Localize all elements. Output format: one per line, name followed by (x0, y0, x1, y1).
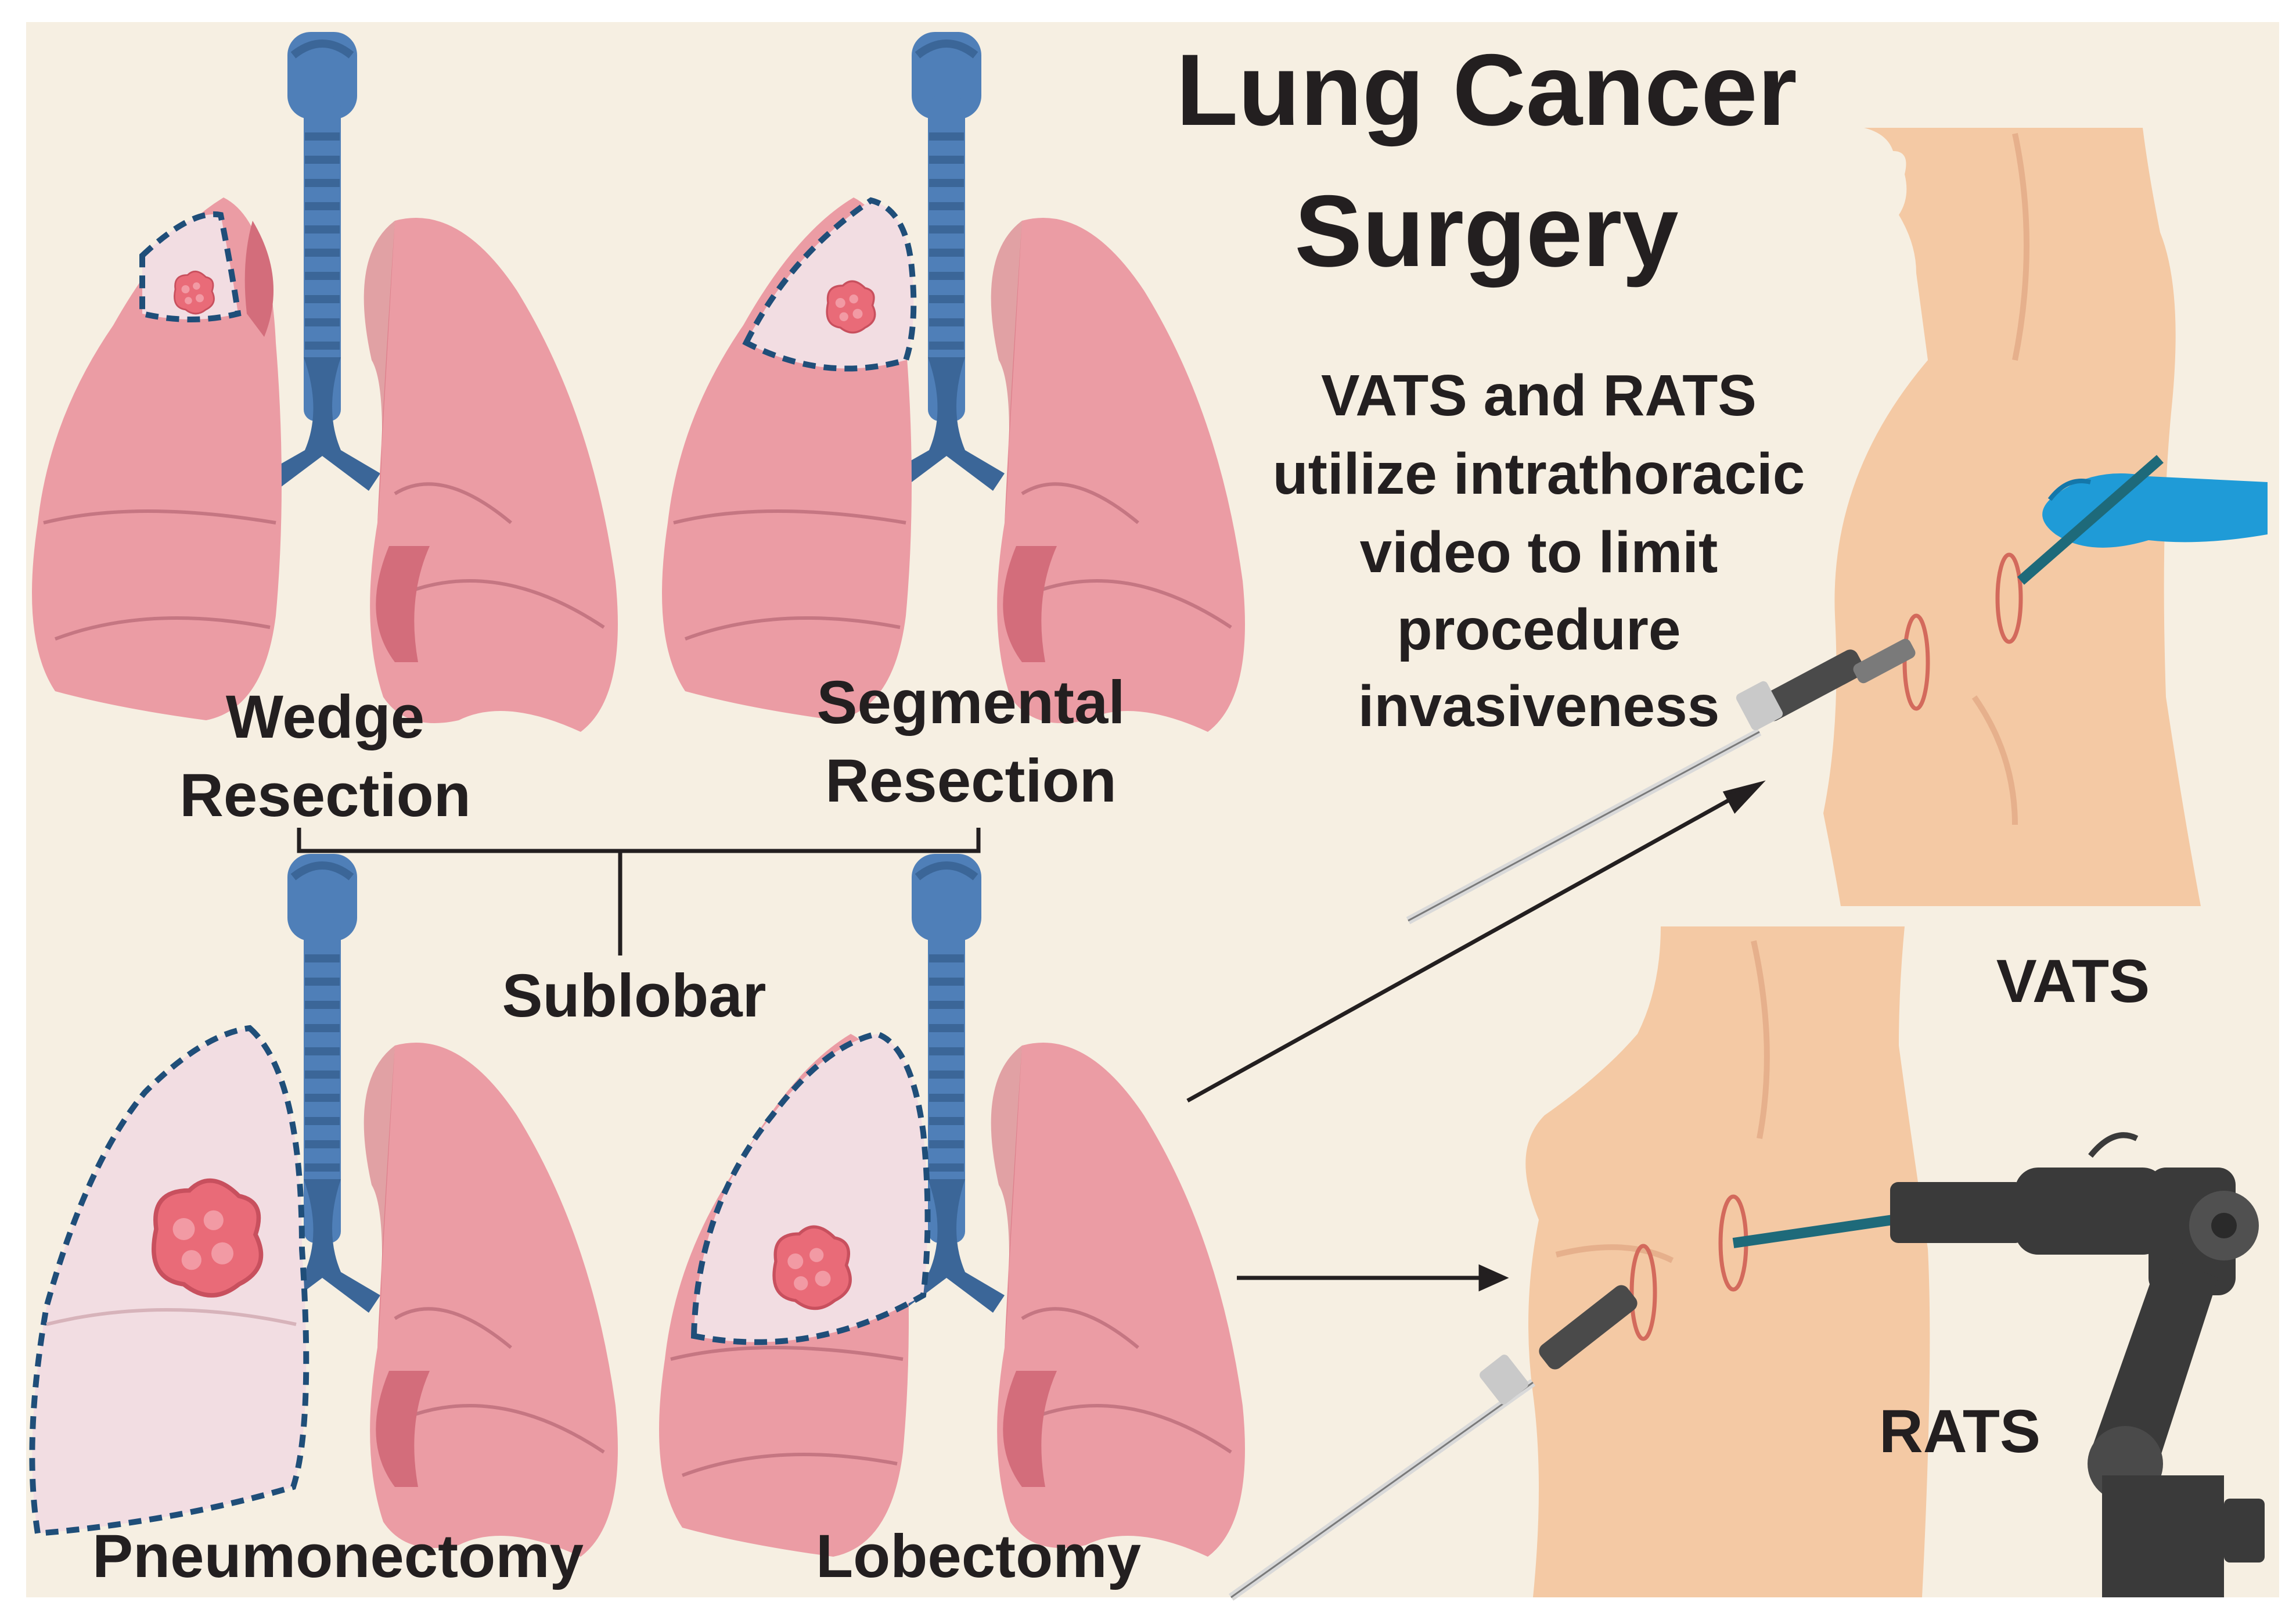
description-line-3: video to limit (1360, 520, 1718, 585)
description-line-4: procedure (1397, 597, 1680, 662)
torso-rats (1228, 926, 2265, 1601)
wedge-resected-region (139, 211, 242, 322)
torso-vats (1406, 128, 2268, 925)
lungs-segmental-resection (662, 32, 1245, 732)
title-line-1: Lung Cancer (1176, 34, 1797, 147)
segmental-label-line-1: Segmental (817, 669, 1125, 737)
lungs-lobectomy (659, 854, 1245, 1557)
arrow-to-vats (1186, 791, 1743, 1103)
description-line-2: utilize intrathoracic (1273, 441, 1805, 507)
segmental-label-line-2: Resection (825, 747, 1117, 815)
surgical-robot (1732, 1132, 2265, 1597)
lungs-pneumonectomy (29, 854, 618, 1557)
segmental-resected-region (742, 197, 917, 372)
lobectomy-resected-region (690, 1030, 931, 1345)
scalpel (2017, 455, 2164, 585)
rats-label: RATS (1879, 1398, 2041, 1465)
description-line-1: VATS and RATS (1321, 363, 1757, 428)
title-line-2: Surgery (1294, 175, 1678, 288)
arrows (1186, 780, 1766, 1292)
incision-upper (1995, 552, 2023, 644)
description-line-5: invasiveness (1358, 674, 1720, 739)
vats-label: VATS (1996, 947, 2150, 1015)
gloved-hand (2042, 473, 2268, 548)
wedge-label-line-1: Wedge (226, 683, 424, 751)
sublobar-label: Sublobar (502, 962, 766, 1030)
sublobar-bracket (297, 828, 981, 956)
incision-scope (1629, 1244, 1657, 1341)
incision-lower (1902, 613, 1930, 711)
wedge-label-line-2: Resection (179, 761, 471, 829)
lobectomy-label: Lobectomy (816, 1522, 1141, 1590)
lungs-wedge-resection (32, 32, 618, 732)
pneumonectomy-label: Pneumonectomy (92, 1522, 584, 1590)
